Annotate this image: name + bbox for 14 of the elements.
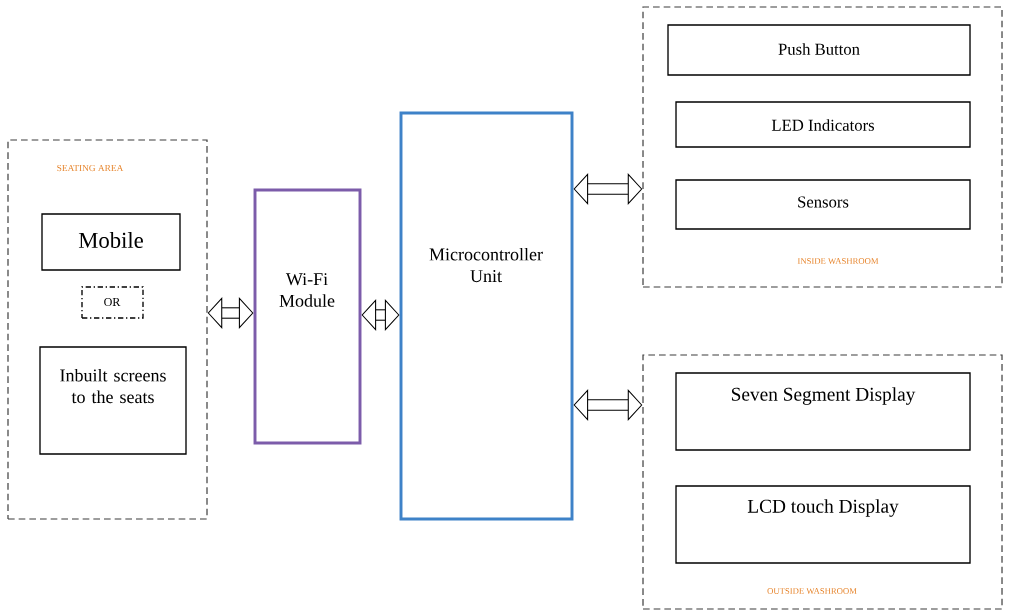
device-box: Inbuilt screens to the seats (39, 346, 187, 455)
display-box: Seven Segment Display (675, 372, 971, 451)
component-box: Sensors (675, 179, 971, 230)
double-arrow (573, 172, 643, 206)
component-box: Push Button (667, 24, 971, 76)
component-box: LED Indicators (675, 101, 971, 148)
double-arrow (361, 298, 400, 332)
or-box: OR (81, 286, 144, 319)
module-box: Wi-Fi Module (253, 188, 362, 445)
controller-box: Microcontroller Unit (399, 111, 574, 521)
display-box: LCD touch Display (675, 485, 971, 564)
device-box: Mobile (41, 213, 181, 271)
double-arrow (207, 296, 254, 330)
double-arrow (573, 388, 643, 422)
